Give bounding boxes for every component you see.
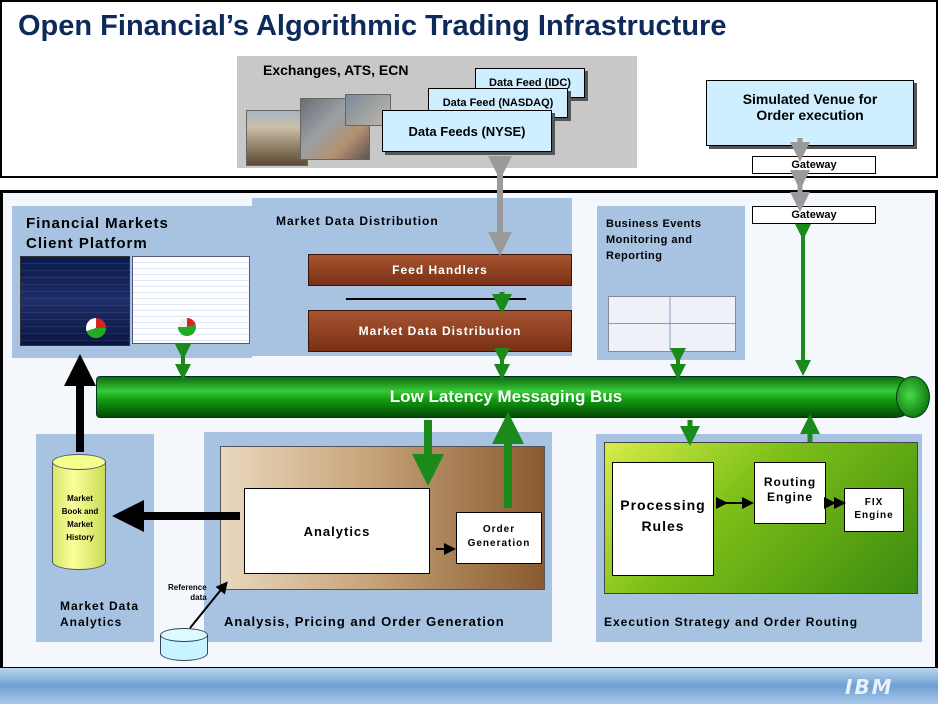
business-events-title: Business Events Monitoring and Reporting — [606, 216, 702, 264]
execution-title: Execution Strategy and Order Routing — [604, 615, 859, 629]
divider-line — [346, 298, 526, 300]
fix-engine-line2: Engine — [854, 510, 894, 521]
processing-rules-box: Processing Rules — [612, 462, 714, 576]
financial-markets-title: Financial Markets Client Platform — [26, 214, 169, 254]
simulated-venue-line2: Order execution — [756, 107, 864, 123]
reference-data-label: Reference data — [168, 583, 207, 603]
financial-markets-title-line2: Client Platform — [26, 235, 148, 252]
dashboard-screenshot — [608, 296, 736, 352]
market-db-label: Market Book and Market History — [56, 492, 104, 544]
gateway-top: Gateway — [752, 156, 876, 174]
business-events-title-line2: Monitoring and — [606, 234, 693, 246]
market-data-analytics-title: Market Data Analytics — [60, 598, 139, 630]
analytics-box: Analytics — [244, 488, 430, 574]
simulated-venue: Simulated Venue for Order execution — [706, 80, 914, 146]
footer-band — [0, 668, 938, 704]
exchange-photo-1 — [246, 110, 308, 166]
reference-database-top — [160, 628, 208, 642]
messaging-bus-end-cap — [896, 376, 930, 418]
market-data-analytics-line2: Analytics — [60, 615, 123, 629]
market-db-line3: Market — [67, 520, 93, 529]
ibm-logo: IBM — [845, 675, 894, 699]
market-data-distribution-title: Market Data Distribution — [276, 214, 439, 228]
fix-engine-box: FIX Engine — [844, 488, 904, 532]
feed-nyse: Data Feeds (NYSE) — [382, 110, 552, 152]
processing-rules-line1: Processing — [620, 497, 706, 513]
feed-handlers-bar: Feed Handlers — [308, 254, 572, 286]
financial-markets-title-line1: Financial Markets — [26, 215, 169, 232]
gateway-bottom: Gateway — [752, 206, 876, 224]
reference-data-line1: Reference — [168, 583, 207, 592]
simulated-venue-line1: Simulated Venue for — [742, 91, 878, 107]
order-generation-line2: Generation — [467, 538, 531, 549]
client-screenshot-1 — [20, 256, 130, 346]
order-generation-line1: Order — [482, 524, 516, 535]
market-data-distribution-bar: Market Data Distribution — [308, 310, 572, 352]
market-db-line1: Market — [67, 494, 93, 503]
messaging-bus-label: Low Latency Messaging Bus — [389, 387, 623, 406]
market-db-line4: History — [66, 533, 94, 542]
routing-engine-line2: Engine — [766, 490, 813, 504]
pie-chart-icon — [178, 318, 196, 336]
business-events-title-line1: Business Events — [606, 218, 702, 230]
reference-data-line2: data — [190, 593, 207, 602]
database-icon — [52, 462, 106, 570]
database-top — [52, 454, 106, 470]
order-generation-box: Order Generation — [456, 512, 542, 564]
routing-engine-line1: Routing — [763, 475, 817, 489]
business-events-title-line3: Reporting — [606, 250, 663, 262]
market-db-line2: Book and — [61, 507, 99, 516]
exchanges-title: Exchanges, ATS, ECN — [263, 62, 409, 78]
routing-engine-box: Routing Engine — [754, 462, 826, 524]
page-title: Open Financial’s Algorithmic Trading Inf… — [18, 10, 727, 42]
analysis-title: Analysis, Pricing and Order Generation — [224, 614, 505, 629]
fix-engine-line1: FIX — [864, 497, 884, 508]
market-data-analytics-line1: Market Data — [60, 599, 140, 613]
pie-chart-icon — [86, 318, 106, 338]
processing-rules-line2: Rules — [641, 518, 685, 534]
